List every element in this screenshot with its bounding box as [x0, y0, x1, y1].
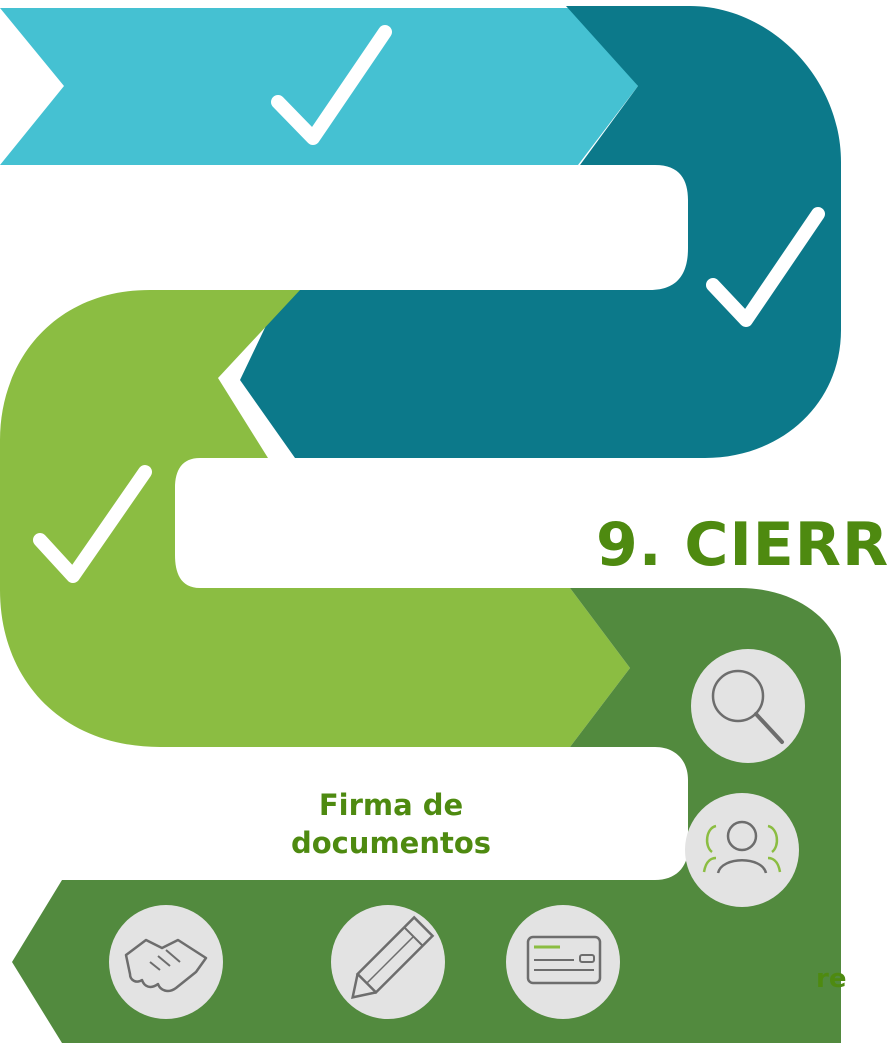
check-payment-icon — [506, 905, 620, 1019]
signing-caption: Firma de documentos — [290, 788, 492, 860]
stage-band-2 — [240, 6, 841, 458]
stage-band-1 — [0, 8, 638, 165]
check-icon-stage-3 — [33, 465, 152, 583]
stage-band-4 — [12, 588, 841, 1043]
current-step-title: 9. CIERR — [596, 510, 889, 580]
pencil-icon — [331, 905, 445, 1019]
stage-band-3 — [0, 290, 630, 747]
magnifier-icon — [691, 649, 805, 763]
check-icon-stage-2 — [706, 207, 825, 327]
handshake-icon — [109, 905, 223, 1019]
process-diagram: 9. CIERR Firma de documentos re — [0, 6, 888, 1043]
check-icon-stage-1 — [271, 25, 392, 145]
partial-caption: re — [816, 964, 847, 994]
serpentine-path-graphic — [0, 6, 841, 1043]
people-icon — [685, 793, 799, 907]
